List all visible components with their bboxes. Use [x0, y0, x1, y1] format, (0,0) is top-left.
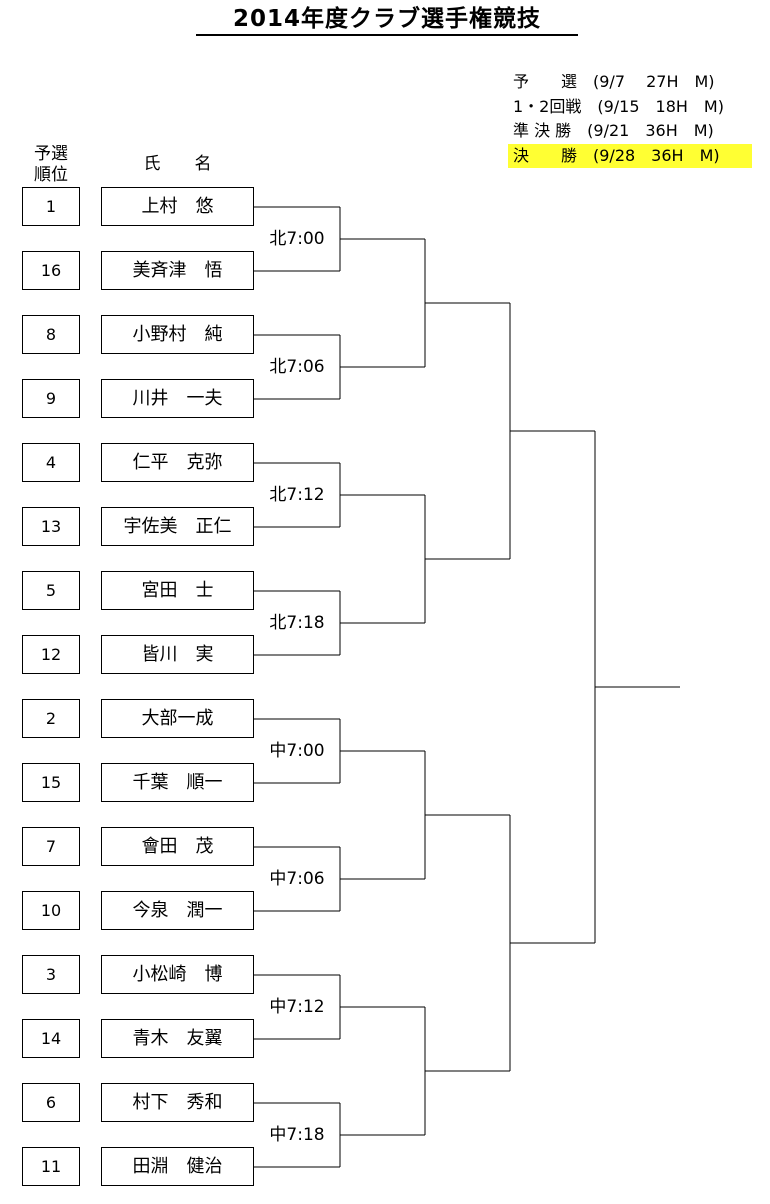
tee-time-label: 中7:06 [262, 869, 332, 889]
tee-time-label: 北7:06 [262, 357, 332, 377]
seed-box: 3 [22, 955, 80, 994]
page-title: 2014年度クラブ選手権競技 [196, 4, 578, 36]
player-name-box: 大部一成 [101, 699, 254, 738]
player-name-box: 今泉 潤一 [101, 891, 254, 930]
seed-box: 16 [22, 251, 80, 290]
player-name-box: 青木 友翼 [101, 1019, 254, 1058]
player-name-box: 美斉津 悟 [101, 251, 254, 290]
seed-box: 12 [22, 635, 80, 674]
player-name-box: 川井 一夫 [101, 379, 254, 418]
schedule-box: 予 選 (9/7 27H M) 1・2回戦 (9/15 18H M) 準 決 勝… [508, 70, 752, 168]
tee-time-label: 北7:12 [262, 485, 332, 505]
seed-box: 13 [22, 507, 80, 546]
seed-box: 5 [22, 571, 80, 610]
seed-box: 11 [22, 1147, 80, 1186]
seed-box: 1 [22, 187, 80, 226]
schedule-row: 予 選 (9/7 27H M) [513, 72, 715, 91]
player-name-box: 宮田 士 [101, 571, 254, 610]
seed-box: 14 [22, 1019, 80, 1058]
player-name-box: 仁平 克弥 [101, 443, 254, 482]
player-name-box: 田淵 健治 [101, 1147, 254, 1186]
player-name-box: 村下 秀和 [101, 1083, 254, 1122]
schedule-row-final: 決 勝 (9/28 36H M) [508, 143, 752, 168]
player-name-box: 會田 茂 [101, 827, 254, 866]
seed-header-line2: 順位 [34, 165, 68, 185]
tee-time-label: 北7:00 [262, 229, 332, 249]
seed-header: 予選 順位 [22, 144, 80, 186]
seed-box: 8 [22, 315, 80, 354]
seed-box: 10 [22, 891, 80, 930]
player-name-box: 小松崎 博 [101, 955, 254, 994]
tee-time-label: 北7:18 [262, 613, 332, 633]
seed-box: 2 [22, 699, 80, 738]
tee-time-label: 中7:12 [262, 997, 332, 1017]
player-name-box: 小野村 純 [101, 315, 254, 354]
seed-box: 7 [22, 827, 80, 866]
player-name-box: 千葉 順一 [101, 763, 254, 802]
seed-box: 15 [22, 763, 80, 802]
name-header: 氏 名 [143, 154, 212, 174]
player-name-box: 上村 悠 [101, 187, 254, 226]
seed-box: 4 [22, 443, 80, 482]
tee-time-label: 中7:00 [262, 741, 332, 761]
tee-time-label: 中7:18 [262, 1125, 332, 1145]
player-name-box: 皆川 実 [101, 635, 254, 674]
schedule-row: 1・2回戦 (9/15 18H M) [513, 96, 724, 116]
seed-header-line1: 予選 [34, 144, 68, 164]
seed-box: 9 [22, 379, 80, 418]
player-name-box: 宇佐美 正仁 [101, 507, 254, 546]
schedule-row: 準 決 勝 (9/21 36H M) [513, 121, 714, 140]
seed-box: 6 [22, 1083, 80, 1122]
